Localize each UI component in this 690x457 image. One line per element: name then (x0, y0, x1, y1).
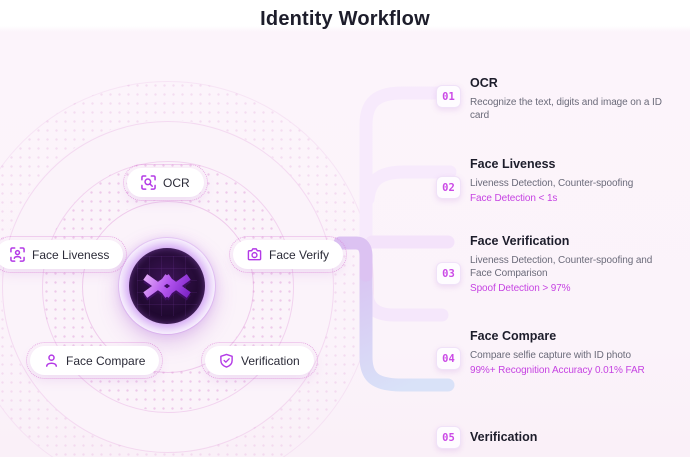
step-description: Liveness Detection, Counter-spoofing and… (470, 255, 653, 279)
page-title: Identity Workflow (260, 8, 430, 30)
branch-connector (333, 86, 457, 392)
step-title: Face Compare (470, 329, 557, 343)
orbit-circle-3 (2, 121, 334, 453)
step-title: Face Liveness (470, 157, 556, 171)
step-item-face-compare: 04 Face Compare Compare selfie capture w… (436, 329, 664, 376)
pill-ocr[interactable]: OCR (123, 164, 208, 201)
pill-face-compare[interactable]: Face Compare (25, 342, 164, 379)
step-number-badge: 01 (436, 85, 461, 108)
step-number-badge: 03 (436, 262, 461, 285)
step-item-face-verification: 03 Face Verification Liveness Detection,… (436, 234, 664, 294)
step-number-badge: 04 (436, 347, 461, 370)
pill-label: Face Verify (269, 247, 330, 262)
step-item-ocr: 01 OCR Recognize the text, digits and im… (436, 76, 664, 122)
center-logo-disc (129, 248, 205, 324)
person-icon (45, 354, 58, 367)
pill-label: Face Compare (66, 353, 146, 368)
step-title: Face Verification (470, 234, 570, 248)
step-metric: Spoof Detection > 97% (470, 283, 571, 294)
step-item-face-liveness: 02 Face Liveness Liveness Detection, Cou… (436, 157, 664, 204)
pill-label: OCR (163, 175, 190, 190)
pill-verification[interactable]: Verification (201, 342, 318, 379)
step-description: Compare selfie capture with ID photo (470, 350, 631, 361)
orbit-circle-1 (82, 201, 254, 373)
pill-label: Verification (241, 353, 300, 368)
camera-icon (247, 248, 262, 261)
step-item-verification: 05 Verification (436, 424, 664, 450)
shield-check-icon (220, 353, 233, 368)
pill-face-liveness[interactable]: Face Liveness (0, 236, 128, 273)
step-title: Verification (470, 430, 538, 444)
step-description: Recognize the text, digits and image on … (470, 97, 662, 121)
double-x-logo-icon (143, 274, 191, 301)
step-metric: 99%+ Recognition Accuracy 0.01% FAR (470, 365, 645, 376)
pill-label: Face Liveness (32, 247, 110, 262)
step-description: Liveness Detection, Counter-spoofing (470, 178, 634, 189)
step-number-badge: 02 (436, 176, 461, 199)
face-scan-icon (10, 247, 25, 262)
step-number-badge: 05 (436, 426, 461, 449)
step-title: OCR (470, 76, 498, 90)
center-logo (119, 238, 215, 334)
step-metric: Face Detection < 1s (470, 193, 558, 204)
scan-search-icon (141, 175, 156, 190)
orbit-circle-2 (42, 161, 294, 413)
pill-face-verify[interactable]: Face Verify (228, 236, 348, 273)
